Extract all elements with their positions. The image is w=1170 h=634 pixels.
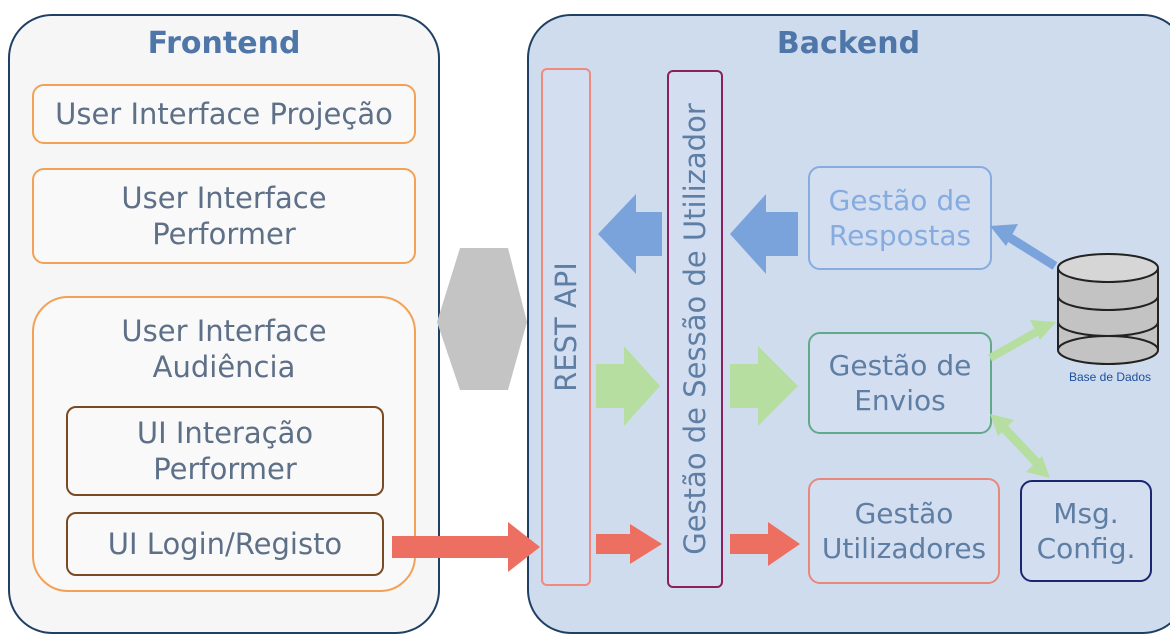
arrow-db-to-respostas [990,224,1058,270]
diagram-overlay [392,194,1159,572]
envios-label: Gestão de Envios [828,349,972,417]
session-bar: Gestão de Sessão de Utilizador [667,70,723,588]
msg-config-label: Msg. Config. [1036,497,1136,565]
red-arrow-session-to-utilizadores [730,522,800,566]
ui-interacao-performer-label: UI Interação Performer [136,415,314,486]
bidirectional-arrow [437,248,527,390]
respostas-box: Gestão de Respostas [808,166,992,270]
ui-interacao-performer-box: UI Interação Performer [66,406,384,496]
database-icon [1057,253,1159,365]
ui-performer-box: User Interface Performer [32,168,416,264]
ui-audiencia-label: User Interface Audiência [121,313,327,384]
red-arrow-api-to-session [596,524,662,564]
ui-login-registo-label: UI Login/Registo [107,526,343,561]
ui-projecao-label: User Interface Projeção [55,96,393,131]
blue-arrow-respostas-to-session [730,194,798,274]
database-label: Base de Dados [1068,370,1152,384]
red-arrow-login-to-api [392,522,540,572]
utilizadores-box: Gestão Utilizadores [808,478,1000,584]
respostas-label: Gestão de Respostas [828,184,972,252]
blue-arrow-session-to-api [598,194,662,274]
backend-title: Backend [776,26,921,61]
envios-box: Gestão de Envios [808,332,992,434]
rest-api-bar: REST API [541,68,591,586]
green-arrow-api-to-session [596,346,660,426]
arrow-envios-msg-config [990,414,1050,478]
frontend-title: Frontend [147,26,301,61]
arrow-envios-to-db [988,320,1056,362]
green-arrow-session-to-envios [730,346,798,426]
msg-config-box: Msg. Config. [1020,480,1152,582]
ui-performer-label: User Interface Performer [121,180,327,251]
utilizadores-label: Gestão Utilizadores [821,497,987,565]
ui-login-registo-box: UI Login/Registo [66,512,384,576]
ui-projecao-box: User Interface Projeção [32,84,416,144]
